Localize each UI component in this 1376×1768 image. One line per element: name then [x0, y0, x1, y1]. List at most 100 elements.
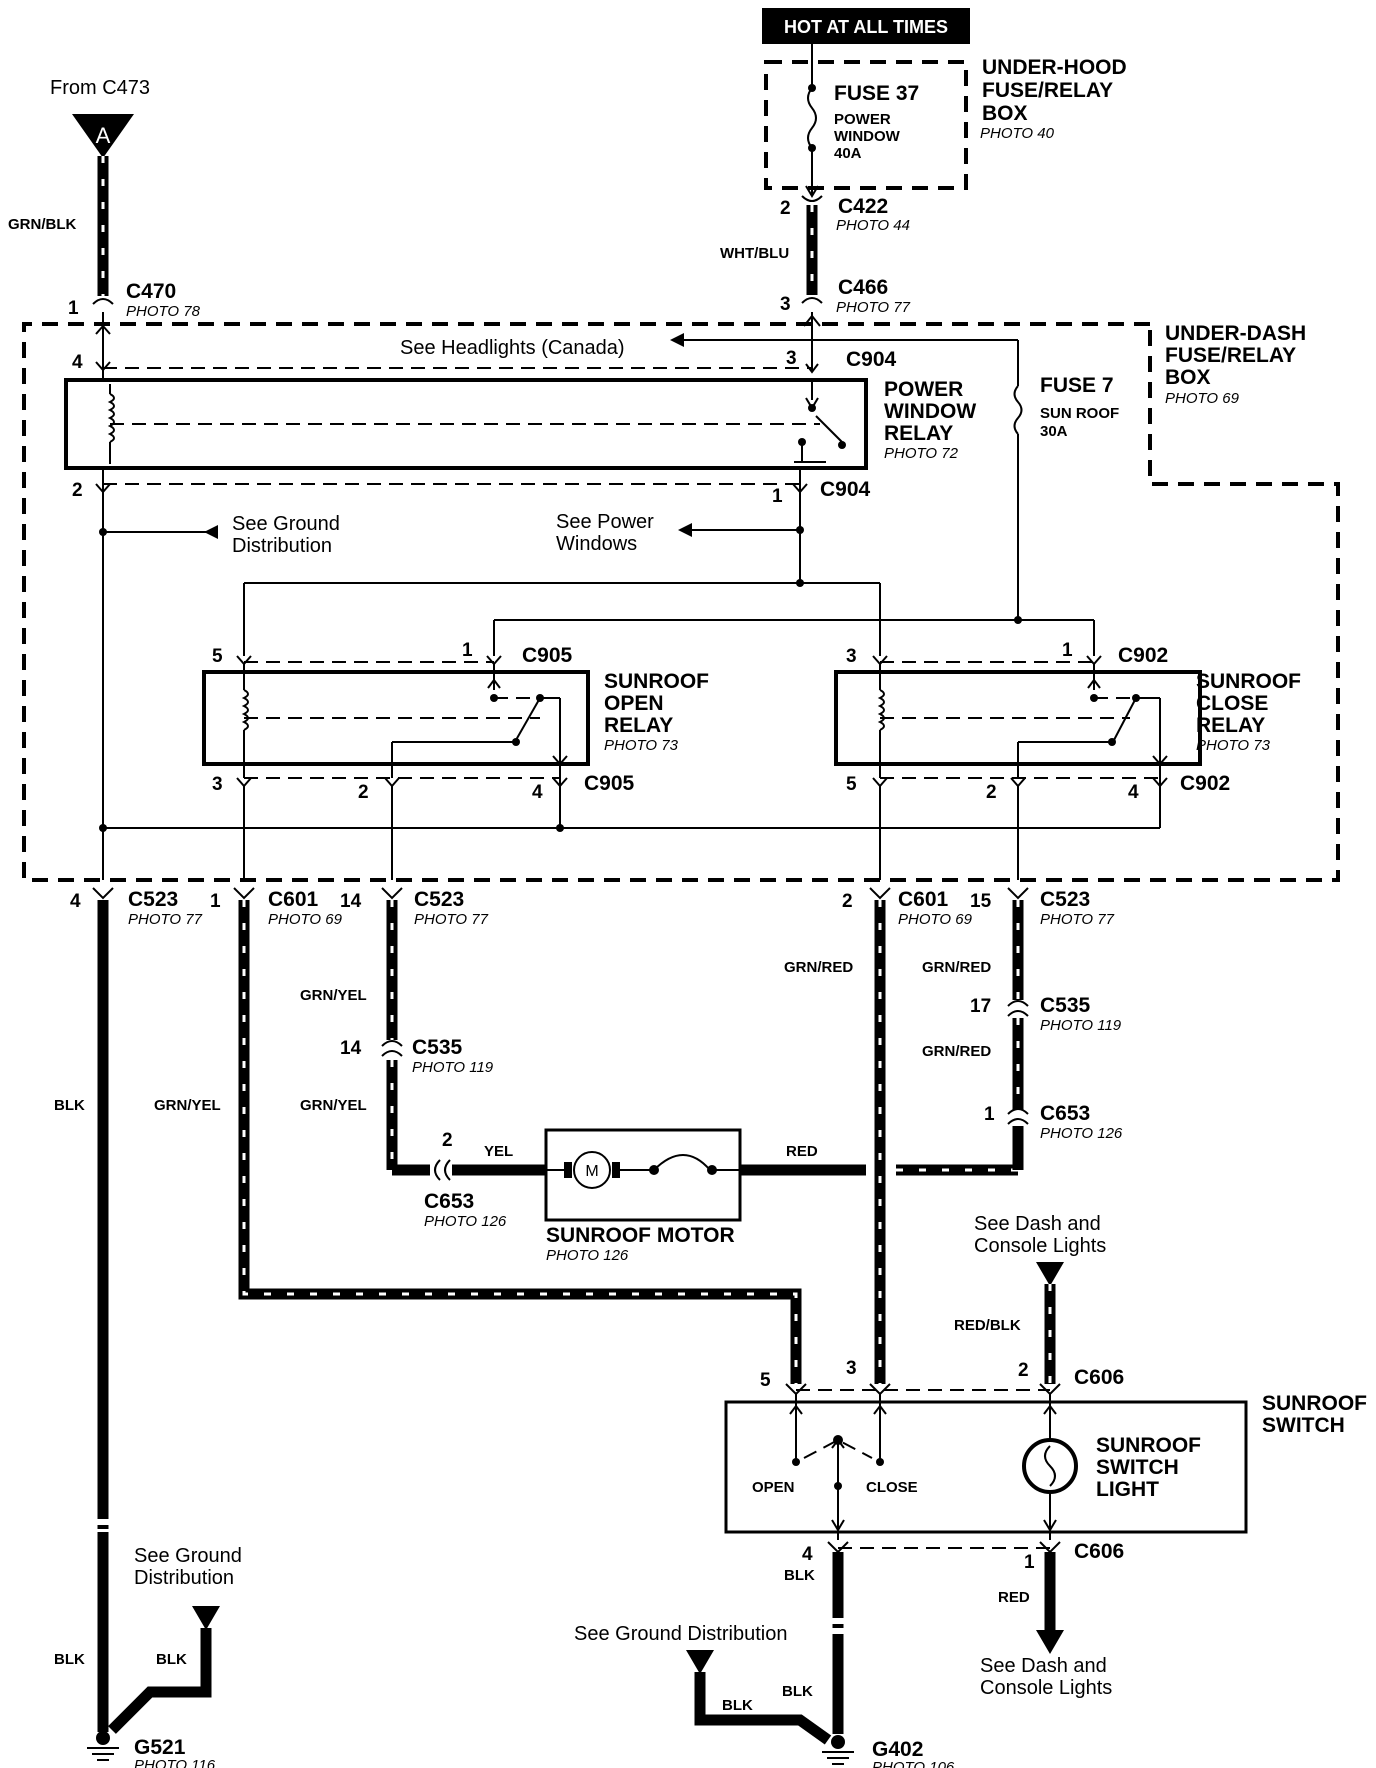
svg-text:C653: C653: [424, 1190, 474, 1213]
svg-text:40A: 40A: [834, 145, 862, 162]
svg-text:POWER: POWER: [884, 378, 963, 401]
svg-text:G402: G402: [872, 1738, 923, 1761]
wire-red-dash: RED See Dash and Console Lights: [980, 1552, 1112, 1699]
svg-text:PHOTO 73: PHOTO 73: [604, 737, 679, 754]
svg-text:GRN/YEL: GRN/YEL: [300, 987, 367, 1004]
svg-text:C606: C606: [1074, 1366, 1124, 1389]
svg-text:See Dash and: See Dash and: [980, 1655, 1107, 1677]
svg-text:See Ground: See Ground: [134, 1545, 242, 1567]
connector-c606-bottom: 4 1 C606: [802, 1540, 1124, 1573]
svg-text:Console Lights: Console Lights: [974, 1235, 1106, 1257]
wire-grn-red-center: GRN/RED: [784, 900, 886, 1384]
svg-text:RED: RED: [998, 1589, 1030, 1606]
wire-blk-switch: BLK BLK: [782, 1552, 844, 1734]
svg-text:3: 3: [846, 1358, 857, 1379]
ground-g402: G402 PHOTO 106: [822, 1735, 955, 1768]
svg-text:See Ground Distribution: See Ground Distribution: [574, 1623, 787, 1645]
connector-c601-left: 1 C601 PHOTO 69: [210, 887, 343, 928]
svg-text:C904: C904: [846, 348, 897, 371]
svg-text:2: 2: [1018, 1360, 1029, 1381]
svg-text:4: 4: [802, 1544, 813, 1565]
svg-text:2: 2: [72, 480, 83, 501]
power-window-relay: POWER WINDOW RELAY PHOTO 72: [64, 378, 976, 470]
svg-text:PHOTO 119: PHOTO 119: [412, 1059, 494, 1076]
svg-text:SUNROOF: SUNROOF: [1262, 1392, 1367, 1415]
svg-text:SWITCH: SWITCH: [1262, 1414, 1345, 1437]
wire-red-blk: See Dash and Console Lights RED/BLK: [954, 1213, 1106, 1384]
svg-text:PHOTO 106: PHOTO 106: [872, 1759, 955, 1768]
svg-text:PHOTO 69: PHOTO 69: [898, 911, 973, 928]
connector-c535-left: 14 C535 PHOTO 119: [340, 1036, 494, 1076]
wire-blk-left: BLK BLK: [54, 900, 109, 1732]
svg-text:FUSE/RELAY: FUSE/RELAY: [982, 79, 1113, 102]
svg-text:BLK: BLK: [156, 1651, 187, 1668]
svg-text:RELAY: RELAY: [1196, 714, 1265, 737]
connector-c904-top: 4 3 C904: [72, 312, 897, 380]
svg-text:GRN/RED: GRN/RED: [784, 959, 853, 976]
connector-c466: 3 C466 PHOTO 77: [780, 276, 911, 316]
sunroof-close-relay: SUNROOF CLOSE RELAY PHOTO 73: [834, 664, 1301, 778]
connector-c601-right: 2 C601 PHOTO 69: [842, 887, 973, 928]
svg-text:PHOTO 119: PHOTO 119: [1040, 1017, 1122, 1034]
svg-text:14: 14: [340, 891, 362, 912]
svg-text:Windows: Windows: [556, 533, 637, 555]
svg-text:BLK: BLK: [784, 1567, 815, 1584]
connector-c535-right: 17 C535 PHOTO 119: [970, 994, 1122, 1034]
fuse-37: FUSE 37 POWER WINDOW 40A: [805, 44, 919, 198]
svg-text:2: 2: [358, 782, 369, 803]
svg-text:3: 3: [780, 294, 791, 315]
svg-text:WHT/BLU: WHT/BLU: [720, 245, 789, 262]
svg-text:3: 3: [786, 348, 797, 369]
connector-c653-left: 2 YEL C653 PHOTO 126: [424, 1130, 546, 1230]
svg-text:Distribution: Distribution: [232, 535, 332, 557]
sunroof-open-relay: SUNROOF OPEN RELAY PHOTO 73: [202, 664, 709, 778]
wire-grn-yel-mid: GRN/YEL GRN/YEL: [300, 900, 430, 1176]
svg-text:A: A: [96, 123, 111, 148]
svg-text:M: M: [585, 1163, 598, 1180]
svg-text:1: 1: [68, 298, 79, 319]
svg-text:RED/BLK: RED/BLK: [954, 1317, 1021, 1334]
wire-red-motor: RED: [740, 1143, 1018, 1176]
svg-text:1: 1: [210, 891, 221, 912]
relay-output-lines: [243, 786, 1019, 880]
svg-text:PHOTO 40: PHOTO 40: [980, 125, 1055, 142]
svg-text:C606: C606: [1074, 1540, 1124, 1563]
connector-c523-left: 4 C523 PHOTO 77: [70, 887, 203, 928]
svg-text:CLOSE: CLOSE: [866, 1479, 918, 1496]
svg-text:1: 1: [984, 1104, 995, 1125]
svg-text:2: 2: [780, 198, 791, 219]
connector-c902-top: 3 1 C902: [846, 640, 1168, 667]
svg-text:UNDER-DASH: UNDER-DASH: [1165, 322, 1306, 345]
note-ground-inside: See Ground Distribution: [99, 513, 340, 557]
ground-g521: G521 PHOTO 116: [87, 1731, 216, 1768]
svg-text:PHOTO 77: PHOTO 77: [836, 299, 911, 316]
svg-text:SUNROOF MOTOR: SUNROOF MOTOR: [546, 1224, 735, 1247]
svg-text:LIGHT: LIGHT: [1096, 1478, 1159, 1501]
svg-text:FUSE 37: FUSE 37: [834, 82, 919, 105]
svg-text:1: 1: [1062, 640, 1073, 661]
connector-c422: 2 C422 PHOTO 44: [780, 195, 910, 234]
svg-text:5: 5: [212, 646, 223, 667]
note-ground-g521: See Ground Distribution BLK: [108, 1545, 242, 1734]
svg-text:WINDOW: WINDOW: [884, 400, 976, 423]
svg-text:C470: C470: [126, 280, 176, 303]
svg-text:PHOTO 69: PHOTO 69: [1165, 390, 1240, 407]
svg-text:PHOTO 77: PHOTO 77: [414, 911, 489, 928]
svg-text:BLK: BLK: [54, 1097, 85, 1114]
svg-text:HOT AT ALL TIMES: HOT AT ALL TIMES: [784, 17, 948, 37]
svg-text:PHOTO 126: PHOTO 126: [424, 1213, 507, 1230]
svg-text:See Headlights (Canada): See Headlights (Canada): [400, 337, 625, 359]
svg-text:C601: C601: [268, 888, 319, 911]
svg-text:OPEN: OPEN: [752, 1479, 795, 1496]
note-power-windows: See Power Windows: [556, 511, 804, 555]
svg-text:4: 4: [532, 782, 543, 803]
svg-text:C905: C905: [522, 644, 573, 667]
svg-text:CLOSE: CLOSE: [1196, 692, 1268, 715]
svg-text:C523: C523: [414, 888, 464, 911]
svg-text:See Power: See Power: [556, 511, 654, 533]
connector-c905-top: 5 1 C905: [212, 640, 573, 667]
svg-text:FUSE 7: FUSE 7: [1040, 374, 1114, 397]
svg-text:C466: C466: [838, 276, 888, 299]
relay-feed-lines: [243, 579, 1095, 656]
svg-text:SUNROOF: SUNROOF: [604, 670, 709, 693]
